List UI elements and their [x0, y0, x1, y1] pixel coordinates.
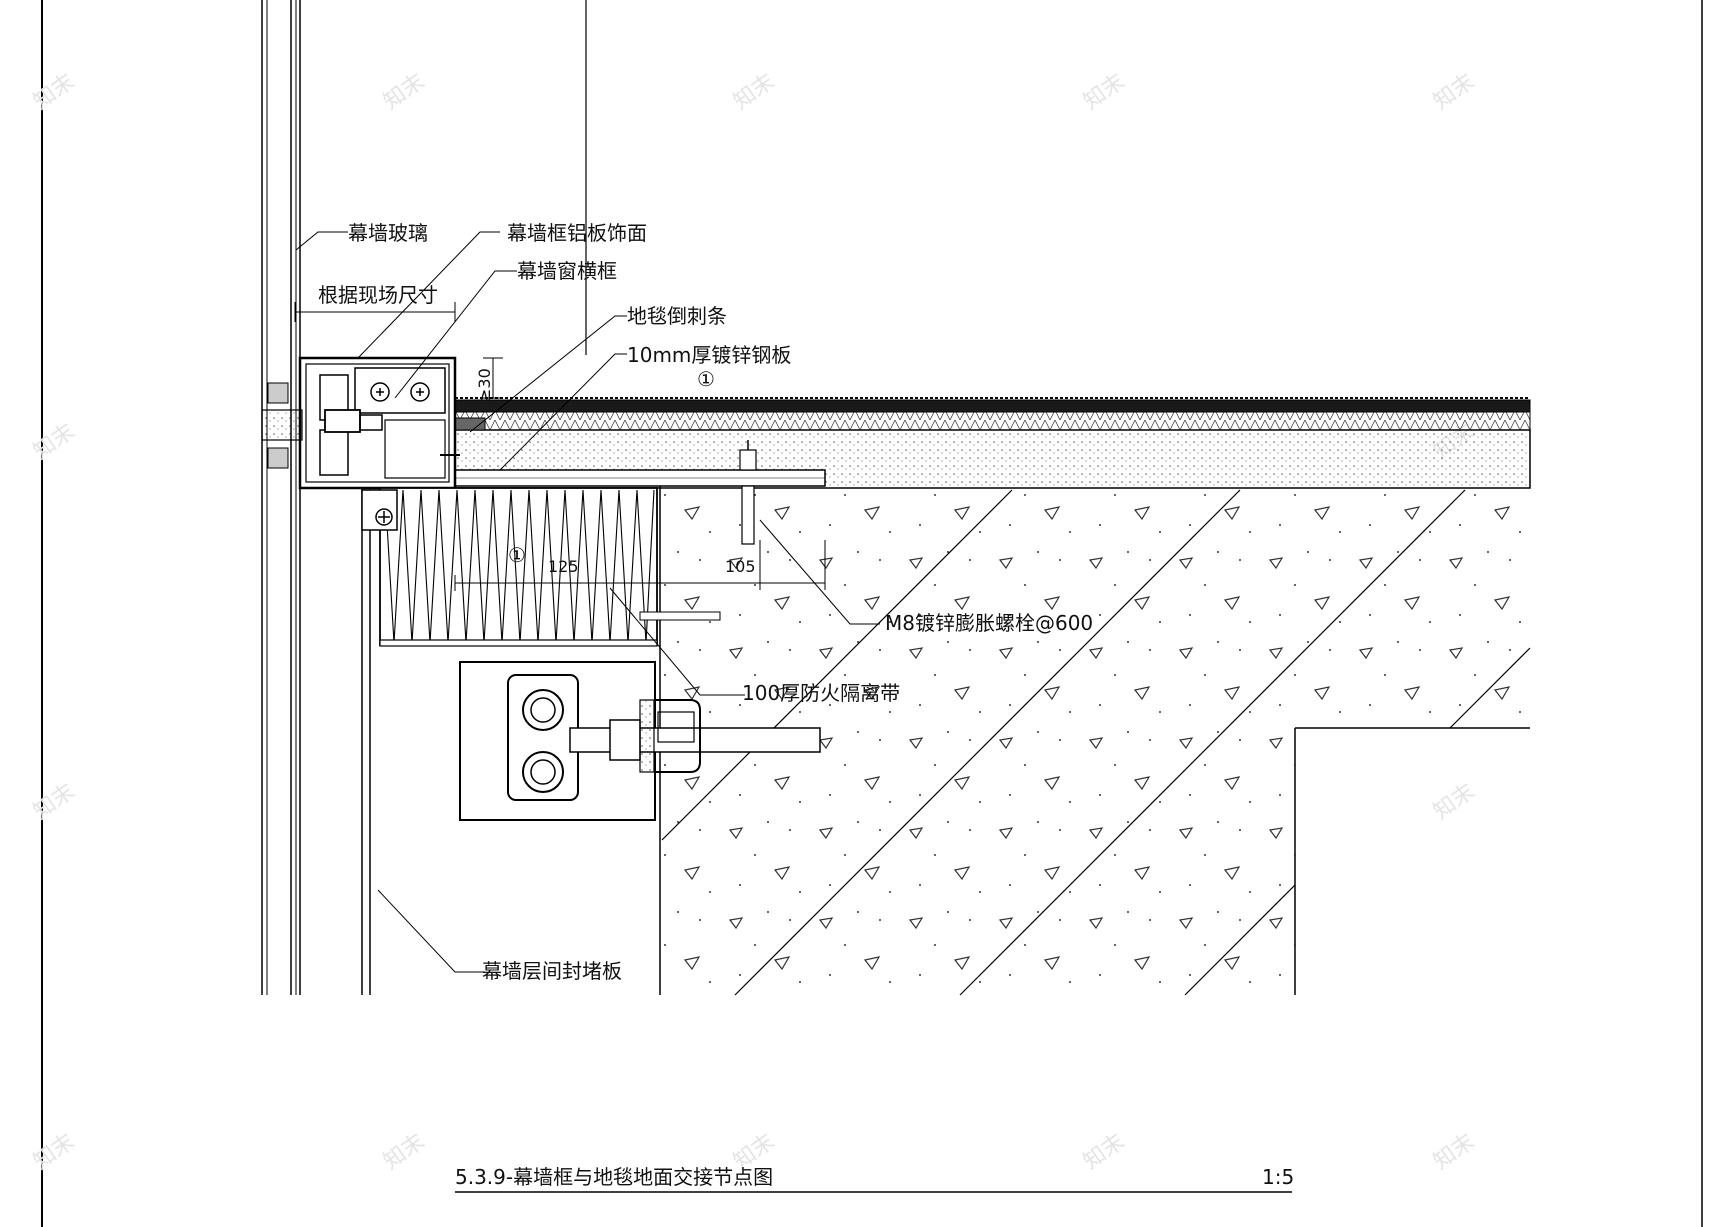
watermark: 知末	[1079, 69, 1129, 115]
label-sealing-board: 幕墙层间封堵板	[482, 959, 622, 983]
watermark: 知末	[1429, 1129, 1479, 1175]
bracket-bolt	[522, 751, 564, 793]
hatch-line	[734, 489, 1241, 996]
dim-insulation-width: 125	[548, 557, 579, 576]
expansion-anchor	[741, 485, 755, 545]
leader-lines	[294, 231, 880, 973]
ref-marker-insulation: ①	[508, 543, 526, 567]
bracket-bolt	[522, 689, 564, 731]
hatch-line	[1184, 884, 1296, 996]
watermark: 知末	[29, 69, 79, 115]
label-carpet-gripper: 地毯倒刺条	[627, 304, 727, 328]
watermark: 知末	[729, 69, 779, 115]
label-window-transom: 幕墙窗横框	[517, 259, 617, 283]
hatch-line	[661, 489, 1013, 841]
watermark: 知末	[1429, 779, 1479, 825]
label-steel-plate: 10mm厚镀锌钢板	[627, 343, 791, 367]
watermark: 知末	[29, 779, 79, 825]
watermark: 知末	[379, 1129, 429, 1175]
watermark: 知末	[1429, 69, 1479, 115]
anchor-nut	[739, 449, 757, 471]
dim-gap: ≥30	[475, 368, 494, 402]
label-fire-barrier: 100厚防火隔离带	[742, 681, 900, 705]
watermark: 知末	[29, 419, 79, 465]
carpet-layer	[454, 399, 1531, 413]
embedded-bracket	[459, 661, 821, 821]
dim-bolt-offset: 105	[725, 557, 756, 576]
ref-marker-top: ①	[697, 367, 715, 391]
label-frame-cover: 幕墙框铝板饰面	[507, 221, 647, 245]
bracket-bolt	[530, 697, 556, 723]
drawing-scale: 1:5	[1262, 1165, 1294, 1189]
watermark: 知末	[1079, 1129, 1129, 1175]
fire-barrier-insulation	[379, 487, 658, 647]
sealant	[261, 409, 303, 441]
curtain-wall-glass	[261, 0, 587, 995]
label-site-dimension: 根据现场尺寸	[318, 283, 438, 307]
watermark: 知末	[29, 1129, 79, 1175]
label-anchor-bolt: M8镀锌膨胀螺栓@600	[885, 611, 1093, 635]
title-block: 5.3.9-幕墙框与地毯地面交接节点图 1:5	[455, 1165, 1294, 1193]
hatch-line	[1449, 647, 1531, 729]
watermark: 知末	[379, 69, 429, 115]
zigzag-underlay	[454, 411, 1531, 431]
label-glass: 幕墙玻璃	[348, 221, 428, 245]
floor-buildup	[454, 397, 1531, 545]
screw-hole	[370, 382, 390, 402]
interfloor-sealing-board	[361, 488, 721, 995]
hatch-line	[959, 489, 1466, 996]
bracket-bolt	[530, 759, 556, 785]
drawing-title: 5.3.9-幕墙框与地毯地面交接节点图	[455, 1165, 773, 1189]
fixing-screw	[375, 508, 393, 526]
screw-hole	[410, 382, 430, 402]
transom-profile	[261, 356, 460, 490]
